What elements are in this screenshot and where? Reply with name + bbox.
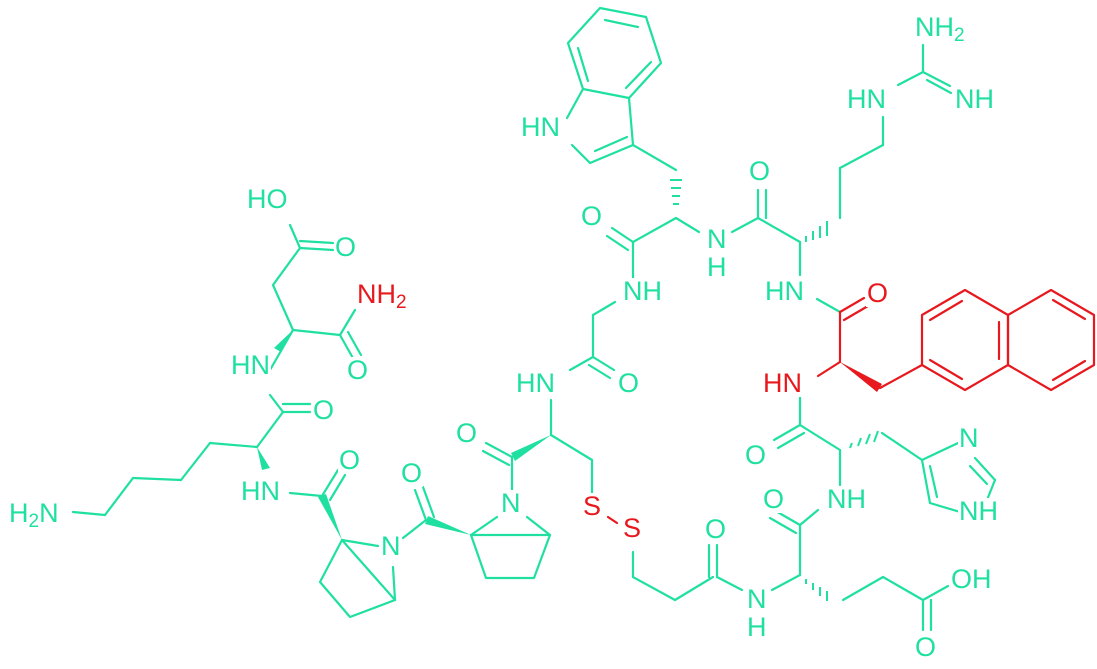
atom-label: HN	[230, 350, 271, 380]
atom-label: NH2	[356, 279, 408, 312]
atom-label: O	[312, 395, 336, 425]
atom-label: HN	[846, 84, 887, 114]
proline-1	[288, 468, 397, 619]
atom-label-text: N	[39, 498, 59, 528]
atom-label: N	[500, 488, 522, 518]
atom-label: O	[914, 632, 938, 662]
lysine	[71, 393, 312, 517]
cys-gly-backbone	[481, 300, 617, 492]
atom-label: S	[622, 513, 643, 543]
atom-label: HN	[762, 368, 803, 398]
atom-label-text: H	[9, 498, 29, 528]
atom-label: N	[706, 224, 728, 254]
atom-label: H	[746, 612, 768, 642]
subscript: 2	[396, 292, 407, 313]
histidine	[772, 423, 997, 514]
atom-label-text: NH	[915, 12, 954, 42]
glutamate	[768, 508, 950, 632]
atom-label: O	[400, 458, 424, 488]
atom-label: O	[704, 514, 728, 544]
atom-label: O	[748, 156, 772, 186]
atom-label: O	[455, 418, 479, 448]
atom-label: O	[744, 440, 768, 470]
atom-label: NH	[954, 84, 995, 114]
trp-backbone	[605, 179, 802, 280]
atom-label: N	[958, 423, 980, 453]
indole-ring	[565, 6, 678, 172]
atom-label: O	[338, 445, 362, 475]
atom-label: HO	[246, 184, 289, 214]
atom-label: O	[346, 355, 370, 385]
atom-label: HN	[764, 276, 805, 306]
aspartate	[268, 223, 363, 372]
atom-label: O	[866, 278, 890, 308]
atom-label: O	[580, 201, 604, 231]
disulfide-linker	[549, 433, 744, 602]
atom-label: O	[762, 484, 786, 514]
atom-label: H	[706, 252, 728, 282]
atom-label: NH	[958, 496, 999, 526]
proline-2	[401, 485, 552, 580]
atom-label: HN	[520, 112, 561, 142]
subscript: 2	[954, 25, 965, 46]
arg-side-chain	[798, 43, 953, 277]
atom-label: HN	[515, 368, 556, 398]
atom-label: NH	[622, 276, 663, 306]
atom-label: NH	[826, 484, 867, 514]
subscript: 2	[28, 511, 40, 532]
atom-label: H2N	[8, 498, 60, 531]
atom-label: O	[617, 368, 641, 398]
atom-label: S	[582, 491, 603, 521]
atom-label: N	[746, 584, 768, 614]
atom-label: N	[380, 531, 402, 561]
atom-label-text: NH	[357, 279, 396, 309]
atom-label: O	[334, 232, 358, 262]
atom-label: HN	[240, 476, 281, 506]
atom-label: NH2	[914, 12, 966, 45]
naphthylalanine	[798, 288, 1096, 427]
atom-label: OH	[950, 564, 993, 594]
